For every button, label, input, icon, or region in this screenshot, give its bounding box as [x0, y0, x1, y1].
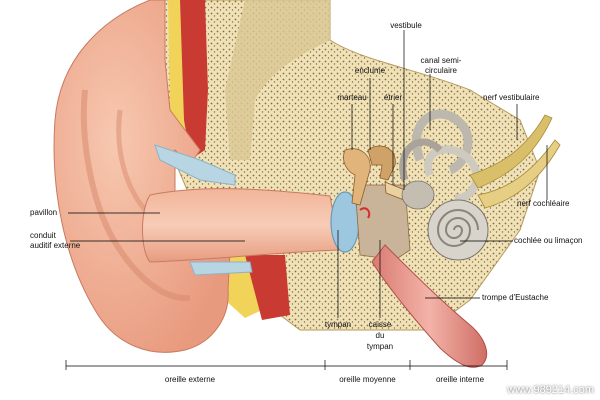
label-enclume: enclume [346, 66, 394, 76]
label-etrier: étrier [378, 93, 408, 103]
vestibule-body [402, 181, 434, 209]
label-conduit-2: auditif externe [30, 241, 80, 251]
label-caisse-1: caisse [362, 320, 398, 330]
label-tympan: tympan [316, 320, 360, 330]
label-canal-semicirculaire-2: circulaire [412, 66, 470, 76]
label-caisse-2: du [362, 331, 398, 341]
label-vestibule: vestibule [386, 21, 426, 31]
label-cochlee: cochlée ou limaçon [514, 236, 582, 246]
label-marteau: marteau [330, 93, 374, 103]
ear-canal [143, 189, 341, 262]
label-conduit-1: conduit [30, 231, 56, 241]
label-nerf-vestibulaire: nerf vestibulaire [483, 93, 539, 103]
region-oreille-externe: oreille externe [140, 375, 240, 384]
label-nerf-cochleaire: nerf cochléaire [517, 199, 569, 209]
label-trompe-eustache: trompe d'Eustache [482, 293, 548, 303]
label-canal-semicirculaire-1: canal semi- [412, 56, 470, 66]
watermark: www.989214.com [507, 384, 594, 396]
region-oreille-interne: oreille interne [420, 375, 500, 384]
label-caisse-3: tympan [362, 342, 398, 352]
label-pavillon: pavillon [30, 208, 57, 218]
region-oreille-moyenne: oreille moyenne [325, 375, 410, 384]
